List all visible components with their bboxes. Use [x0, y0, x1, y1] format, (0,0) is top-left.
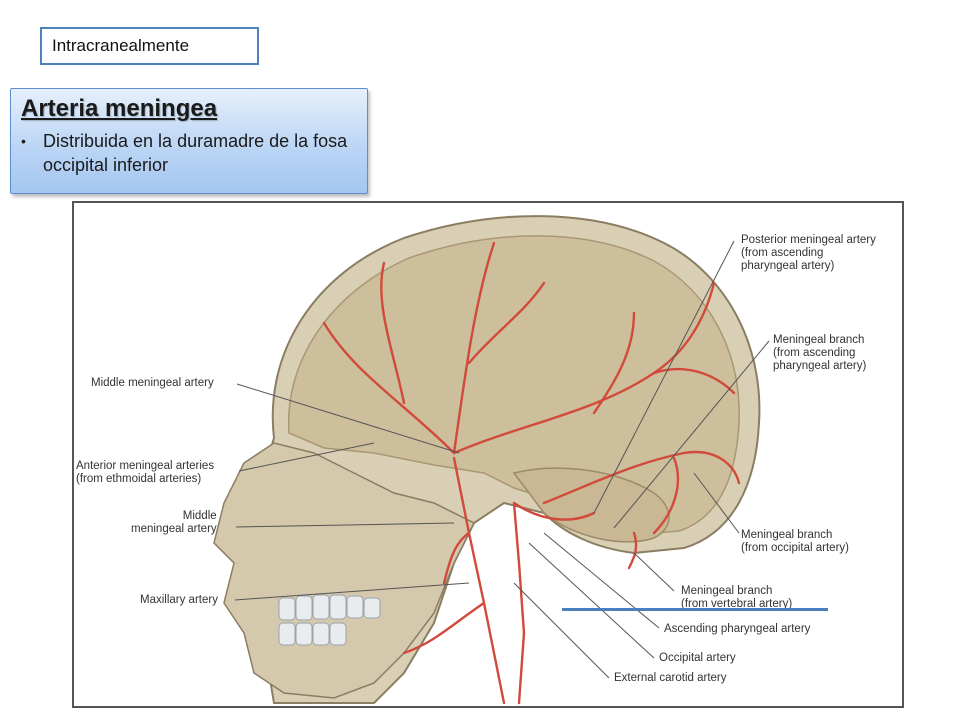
bullet-dot-icon: • [21, 133, 26, 149]
teeth [278, 594, 381, 646]
label-middle-meningeal-artery-2: Middle meningeal artery [131, 510, 217, 535]
label-posterior-meningeal-artery: Posterior meningeal artery (from ascendi… [741, 234, 876, 272]
label-meningeal-branch-ascending: Meningeal branch (from ascending pharyng… [773, 334, 867, 372]
label-occipital-artery: Occipital artery [659, 652, 736, 664]
callout-box: Arteria meningea • Distribuida en la dur… [10, 88, 368, 194]
anatomy-figure: Posterior meningeal artery (from ascendi… [72, 201, 904, 708]
leader-lines [234, 240, 770, 679]
label-external-carotid-artery: External carotid artery [614, 672, 727, 684]
meningeal-arteries [322, 241, 741, 705]
label-middle-meningeal-artery: Middle meningeal artery [91, 377, 214, 389]
posterior-fossa [512, 467, 670, 543]
skull-illustration [213, 215, 770, 705]
label-meningeal-branch-occipital: Meningeal branch (from occipital artery) [741, 529, 849, 554]
header-label-text: Intracranealmente [52, 36, 190, 55]
annotation-underline [562, 608, 828, 611]
header-label-box: Intracranealmente [40, 27, 259, 65]
callout-bullet-item: • Distribuida en la duramadre de la fosa… [21, 129, 357, 177]
label-meningeal-branch-vertebral: Meningeal branch (from vertebral artery) [681, 585, 793, 610]
label-ascending-pharyngeal-artery: Ascending pharyngeal artery [664, 623, 811, 635]
callout-title: Arteria meningea [21, 95, 218, 122]
label-maxillary-artery: Maxillary artery [140, 594, 218, 606]
callout-bullet-text: Distribuida en la duramadre de la fosa o… [43, 131, 348, 175]
label-anterior-meningeal-arteries: Anterior meningeal arteries (from ethmoi… [76, 460, 215, 485]
